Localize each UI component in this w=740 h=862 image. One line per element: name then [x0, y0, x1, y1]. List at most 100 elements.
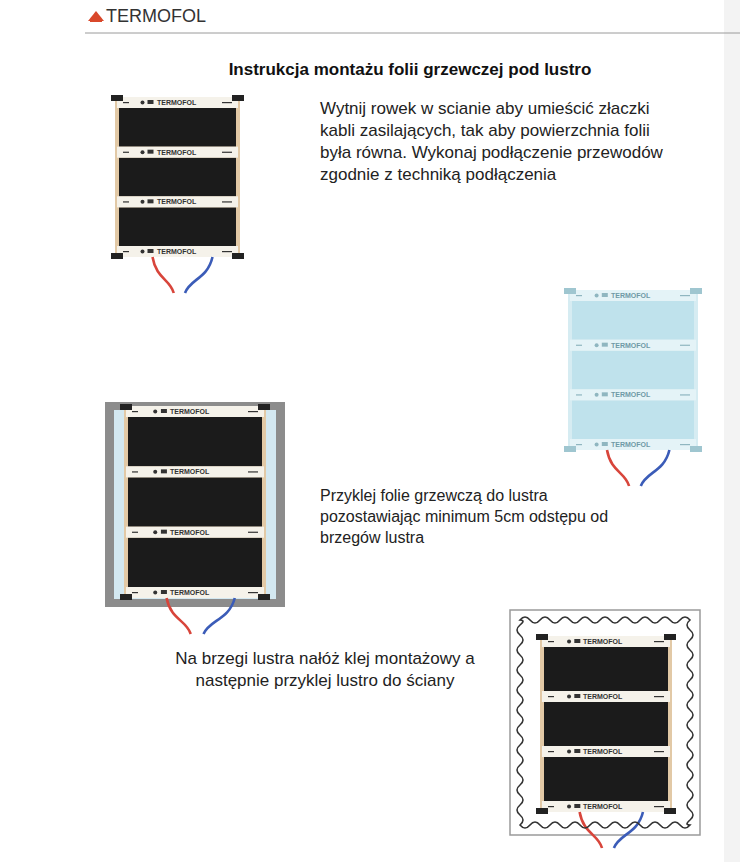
foil-brand-print: TERMOFOL — [170, 587, 209, 598]
foil-brand-print: TERMOFOL — [157, 196, 196, 207]
foil-heating-panel — [572, 400, 694, 439]
connector-clip — [564, 288, 576, 294]
foil-band — [117, 196, 238, 207]
connector-clip — [258, 404, 270, 410]
foil-brand-print: TERMOFOL — [583, 636, 622, 647]
connector-clip — [564, 446, 576, 452]
step-text: Przyklej folie grzewczą do lustra pozost… — [320, 485, 610, 548]
band-mark — [161, 590, 167, 594]
foil-heating-panel — [119, 108, 236, 147]
foil-edge — [568, 290, 698, 450]
band-mark — [148, 249, 154, 253]
band-mark — [248, 411, 258, 412]
band-mark — [680, 345, 690, 346]
band-mark — [548, 806, 554, 807]
logo-base — [90, 20, 102, 22]
wire-blue — [185, 257, 213, 293]
wire-blue — [641, 450, 670, 486]
band-mark — [222, 102, 232, 103]
band-mark — [153, 530, 157, 534]
band-mark — [548, 641, 554, 642]
foil-brand-print: TERMOFOL — [157, 147, 196, 158]
foil-heating-panel — [128, 538, 262, 587]
foil-heating-panel — [544, 647, 668, 691]
foil-edge — [124, 406, 266, 598]
band-mark — [148, 199, 154, 203]
band-mark — [680, 444, 690, 445]
band-mark — [654, 641, 664, 642]
connector-clip — [120, 594, 132, 600]
band-mark — [153, 410, 157, 414]
band-mark — [574, 804, 580, 808]
band-mark — [680, 394, 690, 395]
foil-band — [542, 636, 670, 647]
band-mark — [574, 694, 580, 698]
foil-brand-print: TERMOFOL — [611, 290, 650, 301]
connector-clip — [120, 404, 132, 410]
foil-band — [542, 691, 670, 702]
foil-band — [126, 466, 264, 477]
foil-brand-print: TERMOFOL — [583, 801, 622, 812]
band-mark — [123, 201, 129, 202]
band-mark — [132, 471, 138, 472]
band-mark — [222, 152, 232, 153]
band-mark — [132, 411, 138, 412]
band-mark — [576, 444, 582, 445]
foil-brand-print: TERMOFOL — [170, 466, 209, 477]
band-mark — [123, 251, 129, 252]
band-mark — [153, 591, 157, 595]
band-mark — [654, 696, 664, 697]
logo-roof — [88, 11, 104, 21]
foil-brand-print: TERMOFOL — [157, 246, 196, 257]
band-mark — [576, 394, 582, 395]
wire-red — [607, 450, 629, 486]
band-mark — [141, 200, 145, 204]
band-mark — [123, 152, 129, 153]
band-mark — [132, 532, 138, 533]
mirror-glass — [114, 410, 276, 599]
foil-band — [117, 246, 238, 257]
band-mark — [132, 592, 138, 593]
page-title: Instrukcja montażu folii grzewczej pod l… — [140, 60, 680, 80]
connector-clip — [111, 253, 123, 259]
band-mark — [248, 471, 258, 472]
band-mark — [222, 251, 232, 252]
foil-band — [570, 439, 696, 450]
band-mark — [148, 100, 154, 104]
band-mark — [141, 150, 145, 154]
connector-clip — [232, 253, 244, 259]
band-mark — [567, 805, 571, 809]
wire-red — [580, 812, 602, 848]
band-mark — [161, 409, 167, 413]
band-mark — [123, 102, 129, 103]
glue-bead — [517, 617, 693, 828]
mirror-outline — [510, 610, 700, 835]
connector-clip — [690, 446, 702, 452]
foil-heating-panel — [572, 351, 694, 390]
band-mark — [567, 640, 571, 644]
step-text: Wytnij rowek w scianie aby umieścić złac… — [320, 98, 672, 186]
band-mark — [548, 696, 554, 697]
foil-brand-print: TERMOFOL — [611, 439, 650, 450]
band-mark — [141, 101, 145, 105]
wire-blue — [204, 598, 235, 634]
wall-mirror — [105, 402, 285, 607]
foil-heating-panel — [544, 757, 668, 801]
band-mark — [574, 749, 580, 753]
foil-band — [570, 290, 696, 301]
band-mark — [222, 201, 232, 202]
foil-edge — [540, 636, 672, 812]
band-mark — [576, 295, 582, 296]
band-mark — [595, 343, 599, 347]
wire-blue — [614, 812, 643, 848]
band-mark — [548, 751, 554, 752]
band-mark — [153, 470, 157, 474]
band-mark — [161, 530, 167, 534]
connector-clip — [664, 808, 676, 814]
foil-band — [542, 746, 670, 757]
foil-heating-panel — [119, 158, 236, 197]
wire-red — [167, 598, 191, 634]
foil-brand-print: TERMOFOL — [157, 97, 196, 108]
band-mark — [567, 695, 571, 699]
wire-red — [153, 257, 174, 293]
